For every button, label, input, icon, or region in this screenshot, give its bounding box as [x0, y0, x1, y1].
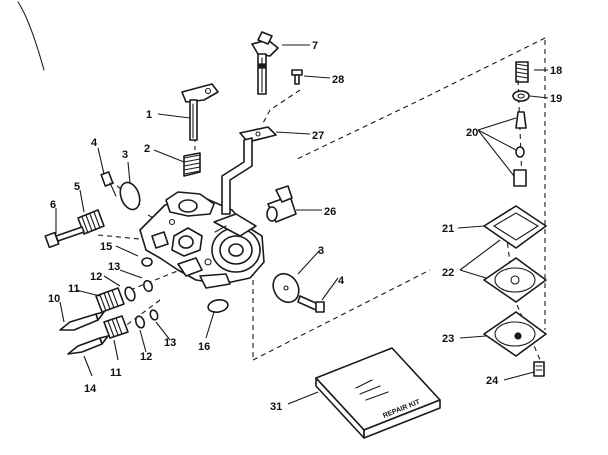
callout-26: 26: [324, 206, 336, 218]
part-13-oring-upper: [142, 279, 154, 293]
callout-11-upper: 11: [68, 283, 80, 295]
part-22-diaphragm: [483, 257, 547, 303]
part-18-spring: [515, 61, 529, 83]
part-3-disc-right: [272, 272, 300, 304]
callout-19: 19: [550, 93, 562, 105]
callout-13-lower: 13: [164, 337, 176, 349]
part-19-washer: [512, 90, 530, 102]
part-21-gasket: [483, 205, 547, 249]
callout-5: 5: [74, 181, 80, 193]
callout-21: 21: [442, 223, 454, 235]
part-7-throttle-shaft: [251, 31, 279, 95]
fuel-tube: [221, 137, 253, 215]
callout-24: 24: [486, 375, 499, 387]
callout-12-lower: 12: [140, 351, 152, 363]
callout-labels: 7 28 1 2 3 4 5 6 27 26 15 13 12 11 10 13…: [48, 40, 562, 413]
part-24-screw: [533, 361, 545, 377]
leader-lines: [55, 44, 549, 405]
callout-23: 23: [442, 333, 454, 345]
part-23-cover: [483, 311, 547, 357]
part-5-spring: [77, 209, 105, 235]
part-4-screw-right: [297, 295, 325, 313]
part-31-repair-kit: REPAIR KIT: [315, 347, 441, 439]
callout-20: 20: [466, 127, 478, 139]
part-14-needle: [67, 335, 109, 355]
part-4-screw-left: [100, 171, 117, 197]
callout-10: 10: [48, 293, 60, 305]
callout-1: 1: [146, 109, 152, 121]
callout-11-lower: 11: [110, 367, 122, 379]
callout-22: 22: [442, 267, 454, 279]
part-12-washer-lower: [134, 315, 146, 329]
callout-3: 3: [122, 149, 128, 161]
callout-7: 7: [312, 40, 318, 52]
scan-mark-top-left: [17, 1, 45, 71]
part-3-disc: [119, 181, 141, 211]
callout-4-right: 4: [338, 275, 345, 287]
part-6-idle-screw: [44, 226, 85, 249]
callout-2: 2: [144, 143, 150, 155]
callout-16: 16: [198, 341, 210, 353]
part-13-oring-lower: [149, 309, 159, 321]
part-1-lever: [181, 83, 219, 141]
callout-14: 14: [84, 383, 97, 395]
part-26-fitting: [266, 185, 297, 223]
part-28-screw: [291, 69, 303, 85]
part-15-washer: [141, 257, 153, 267]
callout-4: 4: [91, 137, 98, 149]
part-11-spring-upper: [95, 287, 125, 313]
callout-13-upper: 13: [108, 261, 120, 273]
callout-15: 15: [100, 241, 112, 253]
callout-27: 27: [312, 130, 324, 142]
callout-12-upper: 12: [90, 271, 102, 283]
callout-28: 28: [332, 74, 344, 86]
part-2-spring: [183, 152, 201, 177]
callout-3-right: 3: [318, 245, 324, 257]
part-10-needle: [59, 311, 105, 331]
part-11-spring-lower: [103, 315, 129, 339]
callout-31: 31: [270, 401, 282, 413]
part-20-needle-valve: [513, 111, 527, 187]
callout-6: 6: [50, 199, 56, 211]
callout-18: 18: [550, 65, 562, 77]
part-12-washer-upper: [124, 286, 136, 302]
carburetor-body: [139, 191, 265, 289]
part-16-plate: [207, 299, 229, 313]
